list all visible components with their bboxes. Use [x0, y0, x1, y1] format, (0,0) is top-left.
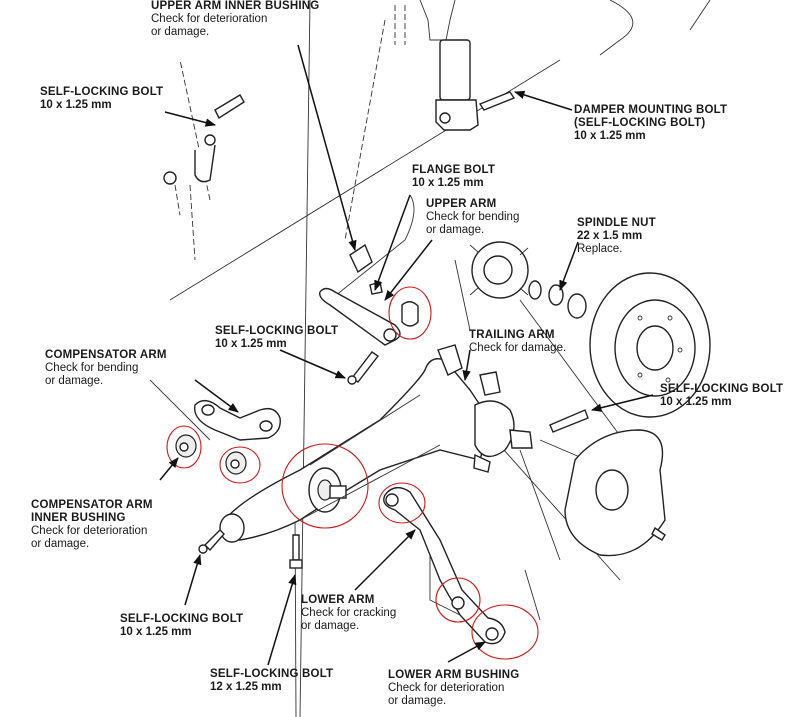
label-text: or damage. [151, 26, 210, 38]
upper-arm-part [319, 243, 419, 346]
label-text: or damage. [45, 375, 104, 387]
label-spec: 10 x 1.25 mm [120, 626, 192, 638]
label-text: or damage. [388, 695, 447, 707]
label-title: UPPER ARM INNER BUSHING [151, 0, 320, 12]
label-title: LOWER ARM [301, 594, 375, 606]
label-spec: 10 x 1.25 mm [215, 338, 287, 350]
label-text: or damage. [31, 538, 90, 550]
label-upper-arm-inner-bushing: UPPER ARM INNER BUSHING Check for deteri… [151, 0, 319, 39]
label-spec: 10 x 1.25 mm [660, 396, 732, 408]
bolts [198, 351, 380, 569]
label-flange-bolt: FLANGE BOLT 10 x 1.25 mm [412, 164, 495, 190]
label-trailing-arm: TRAILING ARM Check for damage. [469, 329, 566, 355]
hub-rotor [469, 241, 711, 418]
label-title: TRAILING ARM [469, 329, 555, 341]
leader-arrows [159, 44, 654, 666]
label-title: INNER BUSHING [31, 512, 126, 524]
label-title: UPPER ARM [426, 198, 497, 210]
label-compensator-arm-inner-bushing: COMPENSATOR ARM INNER BUSHING Check for … [31, 499, 153, 551]
damper-assembly [419, 0, 711, 131]
label-self-locking-bolt-right: SELF-LOCKING BOLT 10 x 1.25 mm [660, 383, 783, 409]
label-text: Check for cracking [301, 607, 397, 619]
label-text: or damage. [426, 224, 485, 236]
highlight-lower-arm-mid [435, 577, 481, 623]
label-title: SPINDLE NUT [577, 217, 656, 229]
label-spec: 10 x 1.25 mm [574, 130, 646, 142]
label-title: (SELF-LOCKING BOLT) [574, 117, 706, 129]
label-spec: 10 x 1.25 mm [40, 99, 112, 111]
trailing-arm-part [219, 344, 533, 543]
label-text: Check for bending [426, 211, 520, 223]
backing-plate [549, 409, 666, 557]
highlight-upper-arm-bushing [388, 286, 432, 340]
label-upper-arm: UPPER ARM Check for bending or damage. [426, 198, 519, 237]
label-title: COMPENSATOR ARM [31, 499, 153, 511]
label-title: SELF-LOCKING BOLT [660, 383, 784, 395]
highlight-lower-arm-bushing [471, 604, 539, 660]
label-title: FLANGE BOLT [412, 164, 496, 176]
label-spec: 22 x 1.5 mm [577, 230, 643, 242]
label-self-locking-bolt-lower-left: SELF-LOCKING BOLT 10 x 1.25 mm [120, 613, 243, 639]
label-title: SELF-LOCKING BOLT [210, 668, 334, 680]
label-text: Check for deterioration [31, 525, 148, 537]
label-title: LOWER ARM BUSHING [388, 669, 520, 681]
label-text: Check for bending [45, 362, 139, 374]
label-title: DAMPER MOUNTING BOLT [574, 104, 728, 116]
label-title: COMPENSATOR ARM [45, 349, 167, 361]
label-text: Check for damage. [469, 342, 567, 354]
lower-arm-part [383, 487, 506, 645]
label-spindle-nut: SPINDLE NUT 22 x 1.5 mm Replace. [577, 217, 656, 256]
label-self-locking-bolt-bottom: SELF-LOCKING BOLT 12 x 1.25 mm [210, 668, 333, 694]
label-text: Check for deterioration [151, 13, 268, 25]
label-lower-arm: LOWER ARM Check for cracking or damage. [301, 594, 396, 633]
highlight-comp-bushing-left [166, 425, 202, 469]
inspection-highlights [166, 286, 539, 660]
label-spec: 10 x 1.25 mm [412, 177, 484, 189]
highlight-comp-bushing-right [219, 446, 261, 484]
label-compensator-arm: COMPENSATOR ARM Check for bending or dam… [45, 349, 167, 388]
label-self-locking-bolt-top: SELF-LOCKING BOLT 10 x 1.25 mm [40, 86, 163, 112]
label-title: SELF-LOCKING BOLT [215, 325, 339, 337]
highlight-lower-arm-outer [378, 482, 426, 524]
label-spec: 12 x 1.25 mm [210, 681, 282, 693]
label-lower-arm-bushing: LOWER ARM BUSHING Check for deterioratio… [388, 669, 519, 708]
stabilizer-bracket [163, 94, 245, 261]
compensator-arm-part [175, 400, 281, 475]
label-title: SELF-LOCKING BOLT [40, 86, 164, 98]
label-text: or damage. [301, 620, 360, 632]
label-text: Replace. [577, 243, 623, 255]
label-text: Check for deterioration [388, 682, 505, 694]
label-self-locking-bolt-mid: SELF-LOCKING BOLT 10 x 1.25 mm [215, 325, 338, 351]
label-damper-mounting-bolt: DAMPER MOUNTING BOLT (SELF-LOCKING BOLT)… [574, 104, 727, 143]
highlight-trailing-arm-bushing [281, 443, 369, 529]
label-title: SELF-LOCKING BOLT [120, 613, 244, 625]
